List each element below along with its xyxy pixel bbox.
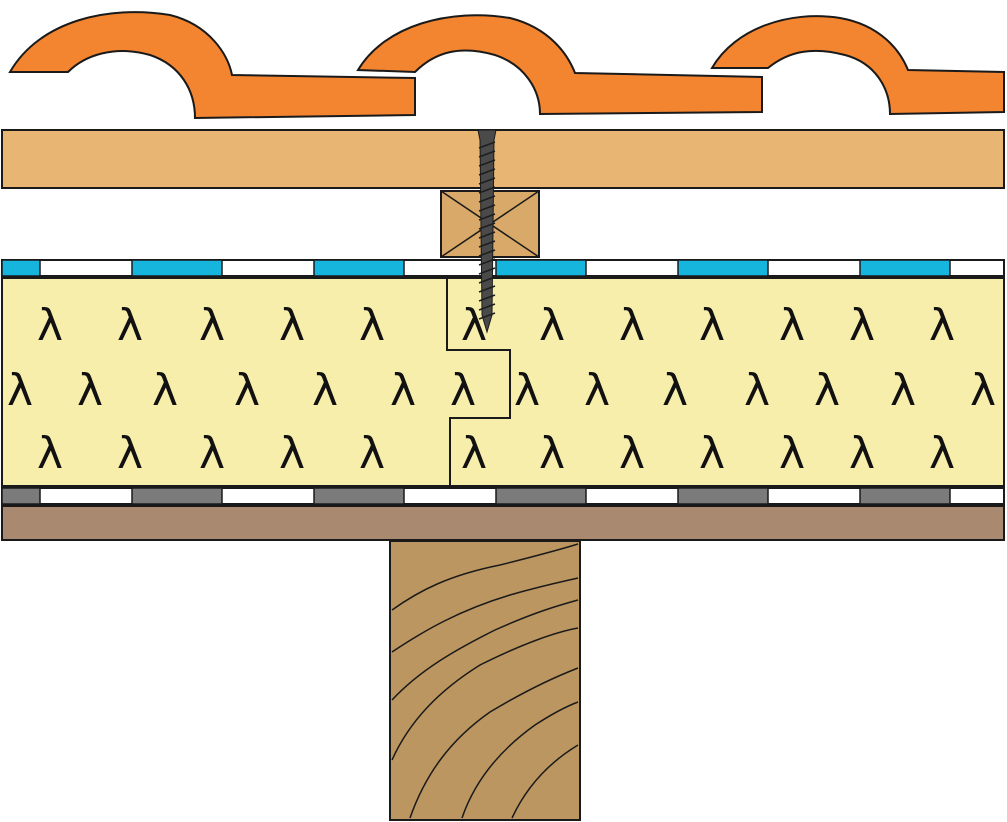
screw-thread <box>478 168 496 176</box>
lambda-symbol: λ <box>779 428 805 479</box>
roof-tiles <box>8 11 1005 120</box>
lambda-symbol: λ <box>929 428 955 479</box>
screw-thread <box>478 195 496 203</box>
lambda-symbol: λ <box>970 365 996 416</box>
tile-batten <box>1 129 1005 189</box>
sarking-board <box>1 505 1005 541</box>
strip-segment <box>495 487 587 505</box>
lambda-symbol: λ <box>117 300 143 351</box>
strip-segment <box>1 259 41 277</box>
screw-thread <box>478 186 496 194</box>
breather-membrane <box>1 259 1005 277</box>
strip-segment <box>859 487 951 505</box>
timber-grain-icon <box>389 540 581 821</box>
lambda-symbol: λ <box>199 300 225 351</box>
strip-segment <box>1 487 41 505</box>
lambda-symbol: λ <box>539 428 565 479</box>
lambda-symbol: λ <box>744 365 770 416</box>
lambda-symbol: λ <box>849 428 875 479</box>
lambda-symbol: λ <box>37 428 63 479</box>
lambda-symbol: λ <box>890 365 916 416</box>
screw-thread <box>478 249 496 257</box>
insulation-board-right <box>446 277 1005 487</box>
lambda-symbol: λ <box>152 365 178 416</box>
lambda-symbol: λ <box>279 428 305 479</box>
screw-thread <box>478 276 496 284</box>
lambda-symbol: λ <box>390 365 416 416</box>
lambda-symbol: λ <box>619 300 645 351</box>
lambda-symbol: λ <box>279 300 305 351</box>
strip-segment <box>131 259 223 277</box>
lambda-symbol: λ <box>199 428 225 479</box>
lambda-symbol: λ <box>312 365 338 416</box>
roof-tile-icon <box>356 14 763 116</box>
lambda-symbol: λ <box>359 428 385 479</box>
lambda-symbol: λ <box>514 365 540 416</box>
rafter <box>389 540 581 821</box>
screw-thread <box>478 177 496 185</box>
strip-segment <box>677 487 769 505</box>
screw-icon <box>477 129 497 334</box>
strip-segment <box>313 487 405 505</box>
vapour-control-layer <box>1 487 1005 505</box>
lambda-symbol: λ <box>234 365 260 416</box>
lambda-symbol: λ <box>461 428 487 479</box>
screw-thread <box>478 312 496 320</box>
screw-thread <box>478 222 496 230</box>
strip-segment <box>677 259 769 277</box>
screw-thread <box>478 141 496 149</box>
lambda-symbol: λ <box>779 300 805 351</box>
screw-thread <box>478 240 496 248</box>
lambda-symbol: λ <box>699 300 725 351</box>
lambda-symbol: λ <box>359 300 385 351</box>
lambda-symbol: λ <box>37 300 63 351</box>
screw-thread <box>478 258 496 266</box>
lambda-symbol: λ <box>117 428 143 479</box>
lambda-symbol: λ <box>619 428 645 479</box>
lambda-symbol: λ <box>662 365 688 416</box>
screw-thread <box>478 213 496 221</box>
screw-thread <box>478 285 496 293</box>
lambda-symbol: λ <box>7 365 33 416</box>
roof-tile-icon <box>8 11 416 120</box>
wood-grain-lines <box>391 543 579 819</box>
lambda-symbol: λ <box>814 365 840 416</box>
screw-thread <box>478 303 496 311</box>
strip-segment <box>495 259 587 277</box>
screw-thread <box>478 150 496 158</box>
lambda-symbol: λ <box>450 365 476 416</box>
strip-segment <box>859 259 951 277</box>
screw-thread <box>478 159 496 167</box>
screw-thread <box>478 294 496 302</box>
strip-segment <box>131 487 223 505</box>
roof-tile-icon <box>710 15 1005 116</box>
lambda-symbol: λ <box>539 300 565 351</box>
screw-thread <box>478 204 496 212</box>
screw-thread <box>478 267 496 275</box>
lambda-symbol: λ <box>584 365 610 416</box>
screw-thread <box>478 231 496 239</box>
lambda-symbol: λ <box>929 300 955 351</box>
lambda-symbol: λ <box>77 365 103 416</box>
lambda-symbol: λ <box>699 428 725 479</box>
strip-segment <box>313 259 405 277</box>
lambda-symbol: λ <box>849 300 875 351</box>
